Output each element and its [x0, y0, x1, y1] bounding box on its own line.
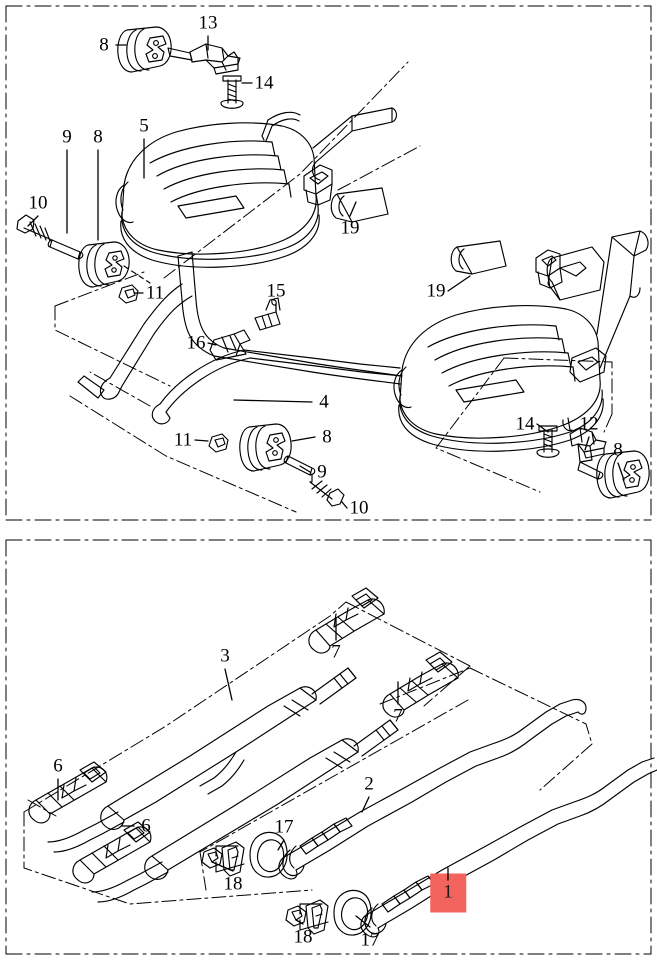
- callout-11-b[interactable]: 11: [173, 429, 193, 451]
- callout-10-b[interactable]: 10: [349, 497, 369, 519]
- callout-3[interactable]: 3: [220, 645, 230, 667]
- callout-14-b[interactable]: 14: [515, 413, 535, 435]
- front-pipe-1: [360, 757, 657, 938]
- callout-17[interactable]: 17: [274, 816, 294, 838]
- callout-8-d[interactable]: 8: [613, 439, 623, 461]
- callout-19[interactable]: 19: [340, 217, 360, 239]
- rear-silencer-right: [393, 305, 604, 452]
- callout-15[interactable]: 15: [266, 280, 286, 302]
- callout-17-b[interactable]: 17: [360, 929, 380, 951]
- callout-8[interactable]: 8: [99, 34, 109, 56]
- hanger-assembly-mid-center: [208, 423, 345, 507]
- callout-9-b[interactable]: 9: [317, 461, 327, 483]
- centre-silencer-upper: [83, 667, 357, 841]
- heat-shield-right: [450, 240, 507, 275]
- callout-10[interactable]: 10: [28, 192, 48, 214]
- heat-shield-left: [330, 187, 389, 223]
- callout-13[interactable]: 13: [198, 12, 218, 34]
- callout-18-b[interactable]: 18: [293, 926, 313, 948]
- clamp-16: [209, 329, 251, 361]
- callout-8-b[interactable]: 8: [93, 126, 103, 148]
- callout-19-b[interactable]: 19: [426, 280, 446, 302]
- front-pipe-2: [278, 698, 587, 880]
- callout-12[interactable]: 12: [579, 413, 599, 435]
- callout-7-b[interactable]: 7: [393, 705, 403, 727]
- bracket-15: [254, 297, 281, 331]
- clamp-7-upper: [308, 587, 385, 654]
- callout-16[interactable]: 16: [186, 332, 206, 354]
- hanger-assembly-mid-left: [16, 214, 151, 304]
- intermediate-pipes: [77, 251, 403, 425]
- callout-1-highlighted[interactable]: 1: [430, 873, 466, 913]
- rear-silencer-left: [115, 122, 320, 268]
- callout-6-b[interactable]: 6: [141, 815, 151, 837]
- callout-11[interactable]: 11: [145, 282, 165, 304]
- callout-14[interactable]: 14: [254, 72, 274, 94]
- clamp-6-lower: [72, 821, 152, 884]
- clamp-7-lower: [382, 651, 459, 718]
- clamp-6-upper: [28, 761, 108, 824]
- callout-6[interactable]: 6: [53, 755, 63, 777]
- rear-left-tailpipe: [261, 107, 398, 206]
- centre-silencer-lower: [127, 719, 399, 891]
- hanger-assembly-top-left: [117, 26, 244, 109]
- callout-7[interactable]: 7: [331, 641, 341, 663]
- rear-right-tailpipe: [535, 230, 649, 383]
- callout-8-c[interactable]: 8: [322, 426, 332, 448]
- gasket-nut-set-lower: [285, 889, 372, 936]
- callout-2[interactable]: 2: [364, 773, 374, 795]
- callout-5[interactable]: 5: [139, 115, 149, 137]
- callout-4[interactable]: 4: [319, 391, 329, 413]
- callout-9[interactable]: 9: [62, 126, 72, 148]
- callout-18[interactable]: 18: [223, 873, 243, 895]
- hanger-assembly-right: [536, 417, 650, 499]
